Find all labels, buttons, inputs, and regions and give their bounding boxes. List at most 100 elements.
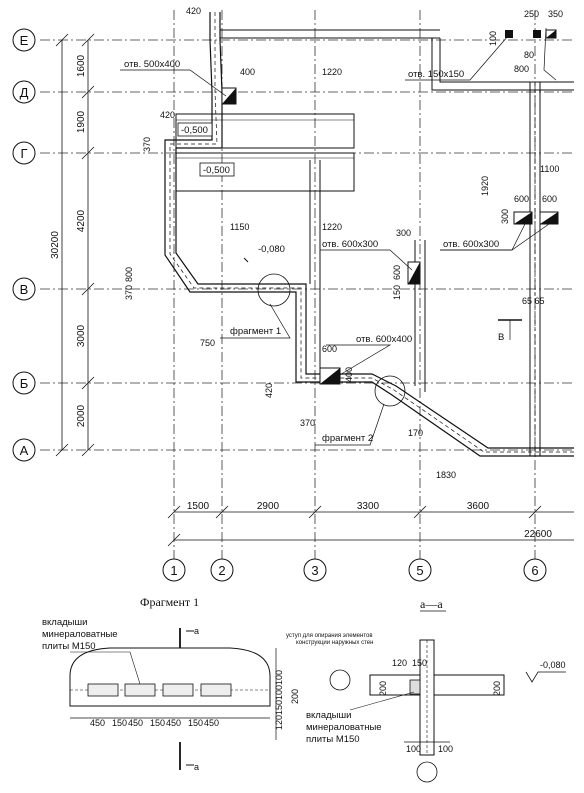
- dim-30200: 30200: [50, 231, 61, 259]
- fragment-1-circle: [257, 273, 291, 307]
- svg-text:600: 600: [392, 265, 402, 280]
- svg-text:300: 300: [500, 209, 510, 224]
- section-a-a-detail: а—а уступ для опирания элементов констру…: [286, 597, 566, 783]
- dim-1900: 1900: [76, 110, 87, 133]
- svg-text:370: 370: [300, 418, 315, 428]
- axis-col-5: 5: [416, 563, 423, 578]
- svg-text:750: 750: [200, 338, 215, 348]
- svg-text:1100: 1100: [540, 164, 559, 174]
- svg-text:плиты М150: плиты М150: [42, 641, 96, 652]
- svg-text:200: 200: [290, 689, 300, 704]
- svg-text:65 65: 65 65: [522, 296, 545, 306]
- label-opening-500x400: отв. 500х400: [124, 59, 180, 70]
- svg-text:плиты М150: плиты М150: [306, 734, 360, 745]
- level-1: -0,500: [181, 125, 208, 136]
- label-fragment-1: фрагмент 1: [230, 326, 281, 337]
- svg-text:400: 400: [240, 67, 255, 77]
- svg-text:300: 300: [396, 228, 411, 238]
- svg-text:а: а: [194, 762, 199, 772]
- leader-lines: [120, 27, 557, 446]
- svg-text:800: 800: [514, 64, 529, 74]
- svg-text:450: 450: [166, 718, 181, 728]
- svg-text:-0,080: -0,080: [540, 660, 566, 670]
- fragment-1-title: Фрагмент 1: [140, 595, 199, 609]
- grid-lines: [40, 10, 574, 565]
- svg-text:370: 370: [142, 137, 152, 152]
- bottom-dimension-texts: 1500 2900 3300 3600 22600: [187, 501, 552, 540]
- svg-text:600: 600: [322, 344, 337, 354]
- axis-row-d: Д: [20, 85, 29, 100]
- label-fragment-2: фрагмент 2: [322, 433, 373, 444]
- detail-dimension-texts: 420 400 1220 420 370 1150 1220 370 800 3…: [124, 6, 563, 480]
- svg-text:1220: 1220: [322, 67, 342, 77]
- svg-text:420: 420: [264, 383, 274, 398]
- label-opening-600x300-a: отв. 600х300: [443, 239, 499, 250]
- svg-text:200: 200: [378, 681, 388, 696]
- fragment-1-detail: Фрагмент 1 а а вкладыши минераловатные п…: [42, 595, 351, 772]
- dim-4200: 4200: [76, 209, 87, 232]
- bottom-dimension-lines: [167, 505, 574, 547]
- svg-text:170: 170: [408, 428, 423, 438]
- svg-text:100: 100: [488, 31, 498, 46]
- dim-3000: 3000: [76, 324, 87, 347]
- left-dimension-lines: [55, 33, 95, 457]
- svg-text:80: 80: [524, 50, 534, 60]
- axis-col-1: 1: [170, 563, 177, 578]
- dim-22600: 22600: [524, 529, 552, 540]
- svg-text:уступ для опирания элементов: уступ для опирания элементов: [286, 633, 373, 639]
- svg-text:350: 350: [548, 9, 563, 19]
- svg-text:450: 450: [204, 718, 219, 728]
- svg-text:100: 100: [406, 744, 421, 754]
- dim-3300: 3300: [357, 501, 380, 512]
- level-marks: -0,500 -0,500 -0,080: [177, 122, 285, 263]
- svg-text:120150100100: 120150100100: [274, 670, 284, 730]
- axis-row-g: Г: [20, 146, 27, 161]
- svg-text:150: 150: [150, 718, 165, 728]
- svg-text:450: 450: [90, 718, 105, 728]
- dim-2900: 2900: [257, 501, 280, 512]
- svg-text:800: 800: [124, 267, 134, 282]
- section-title: а—а: [420, 597, 443, 611]
- svg-text:минераловатные: минераловатные: [306, 722, 382, 733]
- section-marker: В: [498, 332, 504, 343]
- svg-text:150: 150: [112, 718, 127, 728]
- left-dimension-texts: 1600 1900 4200 3000 2000 30200: [50, 54, 87, 427]
- label-opening-600x400: отв. 600х400: [356, 334, 412, 345]
- svg-text:420: 420: [160, 110, 175, 120]
- svg-text:1220: 1220: [322, 222, 342, 232]
- svg-text:150: 150: [412, 658, 427, 668]
- svg-text:600: 600: [542, 194, 557, 204]
- svg-text:120: 120: [392, 658, 407, 668]
- svg-text:420: 420: [186, 6, 201, 16]
- column-axis-markers: 1 2 3 5 6: [162, 558, 547, 582]
- axis-col-6: 6: [531, 563, 538, 578]
- axis-col-3: 3: [311, 563, 318, 578]
- plan-labels: отв. 500х400 отв. 150х150 отв. 600х300 о…: [124, 59, 504, 444]
- label-opening-600x300-b: отв. 600х300: [322, 239, 378, 250]
- axis-row-v: В: [20, 282, 29, 297]
- level-3: -0,080: [258, 244, 285, 255]
- svg-text:250: 250: [524, 9, 539, 19]
- foundation-walls: [164, 12, 574, 457]
- label-opening-150x150: отв. 150х150: [408, 69, 464, 80]
- svg-text:370: 370: [124, 285, 134, 300]
- svg-text:1830: 1830: [436, 470, 456, 480]
- svg-text:конструкции наружных стен: конструкции наружных стен: [296, 640, 373, 646]
- svg-text:150: 150: [392, 285, 402, 300]
- axis-col-2: 2: [218, 563, 225, 578]
- svg-text:а: а: [194, 626, 199, 636]
- axis-row-b: Б: [20, 376, 29, 391]
- row-axis-markers: Е Д Г В Б А: [12, 28, 36, 462]
- svg-text:450: 450: [128, 718, 143, 728]
- svg-text:200: 200: [492, 681, 502, 696]
- svg-text:1150: 1150: [230, 222, 249, 232]
- svg-text:вкладыши: вкладыши: [42, 617, 87, 628]
- svg-text:вкладыши: вкладыши: [306, 710, 351, 721]
- axis-row-e: Е: [20, 33, 29, 48]
- svg-text:400: 400: [344, 367, 354, 382]
- svg-text:100: 100: [438, 744, 453, 754]
- svg-text:600: 600: [514, 194, 529, 204]
- wall-openings: [221, 29, 559, 385]
- svg-text:1920: 1920: [480, 176, 490, 196]
